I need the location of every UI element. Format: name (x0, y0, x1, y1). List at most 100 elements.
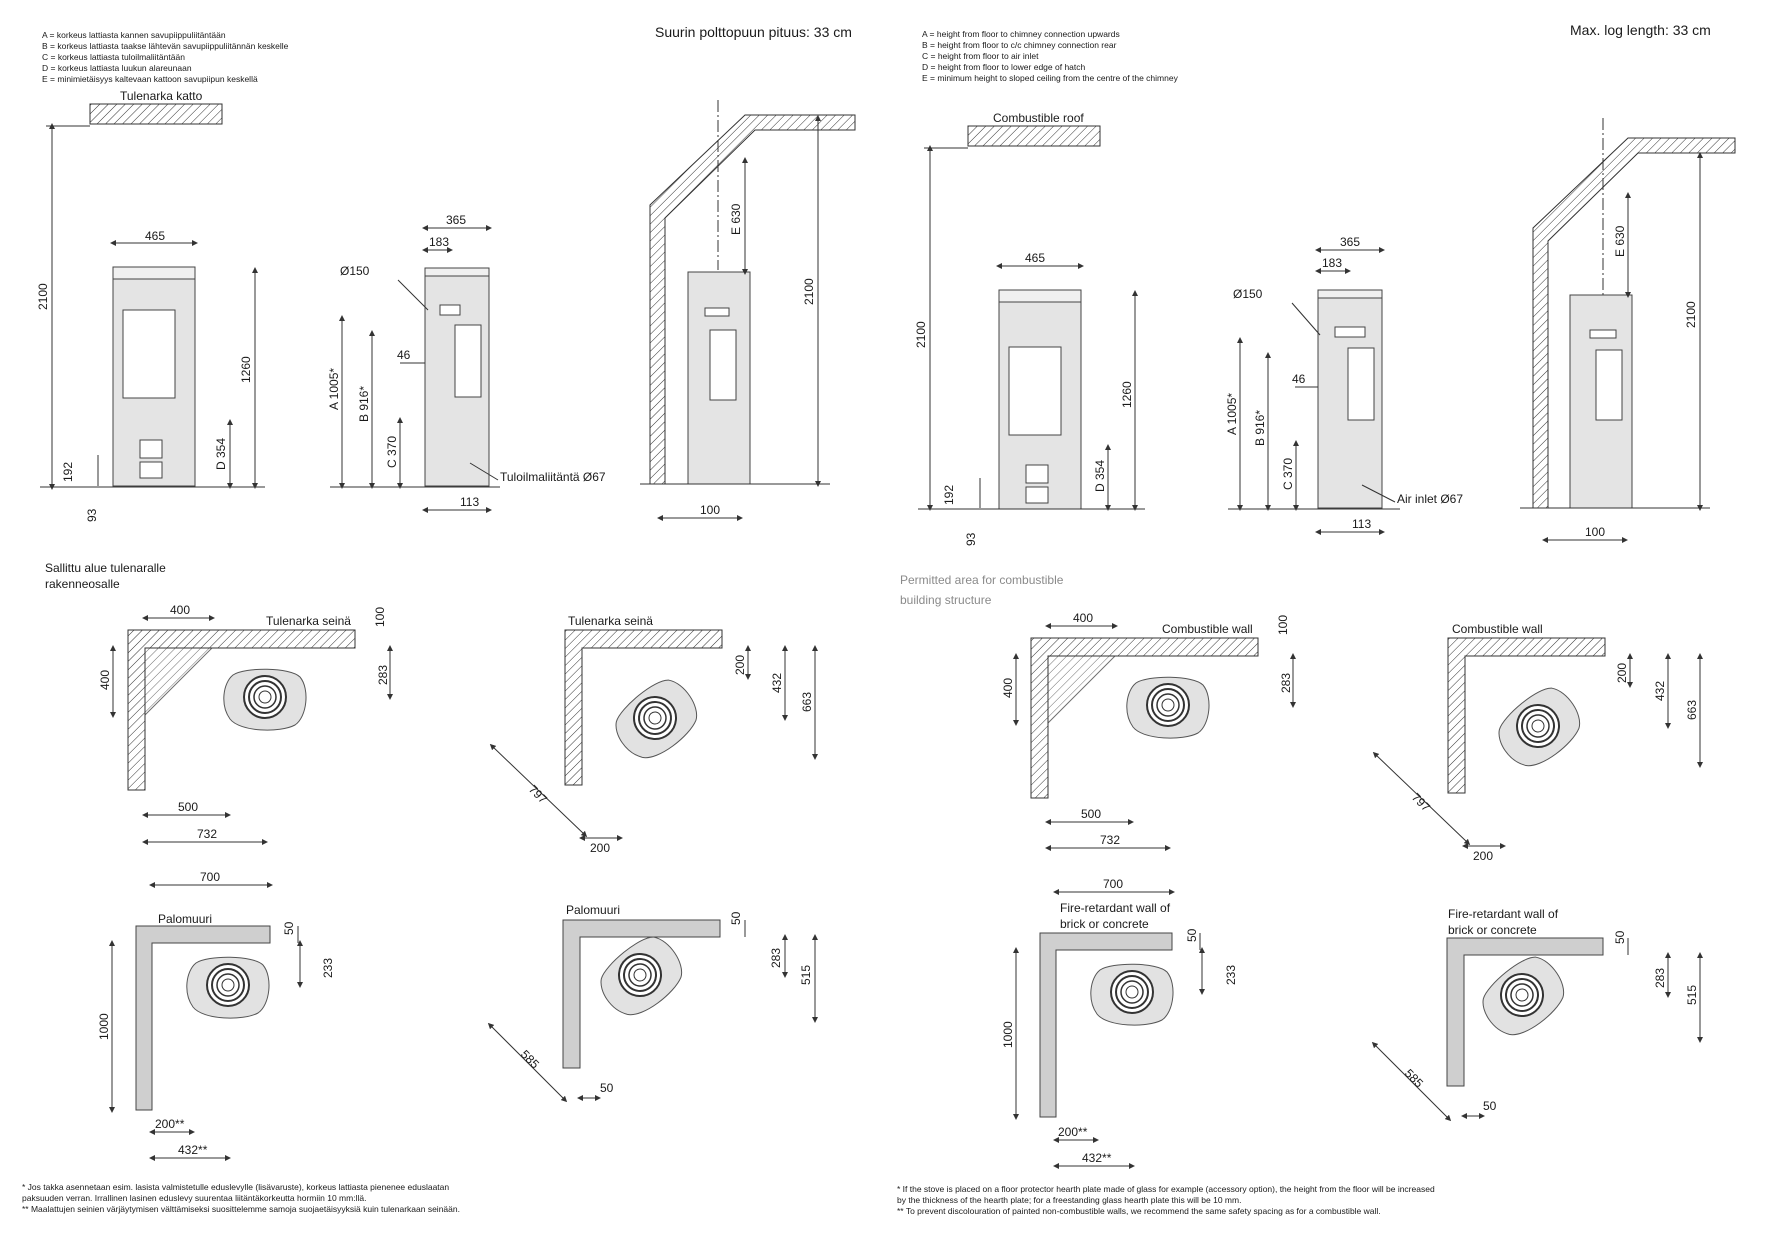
legend-line: C = height from floor to air inlet (922, 51, 1039, 61)
footnote-line: * If the stove is placed on a floor prot… (897, 1184, 1435, 1194)
dim-2100: 2100 (1684, 301, 1698, 328)
dim-50: 50 (1483, 1099, 1497, 1113)
dim-400: 400 (170, 603, 190, 617)
legend-line: D = korkeus lattiasta luukun alareunaan (42, 63, 192, 73)
dim-700: 700 (200, 870, 220, 884)
dim-50: 50 (282, 921, 296, 935)
dim-432: 432 (770, 673, 784, 693)
dim-192: 192 (61, 462, 75, 482)
dim-a1005: A 1005* (1225, 393, 1239, 435)
area-title: rakenneosalle (45, 577, 120, 591)
dim-585: 585 (1402, 1066, 1426, 1090)
dim-663: 663 (1685, 700, 1699, 720)
dim-1000: 1000 (97, 1013, 111, 1040)
footnote-line: ** Maalattujen seinien värjäytymisen väl… (22, 1204, 460, 1214)
dim-192: 192 (942, 485, 956, 505)
clearance-corner-diagonal-en: Combustible wall 200 432 663 797 200 (1372, 622, 1703, 863)
max-log-length: Max. log length: 33 cm (1570, 22, 1711, 38)
dim-100: 100 (1585, 525, 1605, 539)
dim-432: 432 (1653, 681, 1667, 701)
firewall-label: Fire-retardant wall of (1060, 901, 1171, 915)
firewall-label: Fire-retardant wall of (1448, 907, 1559, 921)
side-view-en: 365 183 Ø150 A 1005* B 916* C 370 46 Air… (1225, 235, 1463, 535)
dim-d354: D 354 (1093, 460, 1107, 492)
dim-365: 365 (1340, 235, 1360, 249)
section-view-fi: E 630 2100 100 (640, 100, 856, 521)
legend-line: E = minimum height to sloped ceiling fro… (922, 73, 1179, 83)
dim-432s: 432** (1082, 1151, 1112, 1165)
dim-50: 50 (600, 1081, 614, 1095)
clearance-corner-diagonal-fi: Tulenarka seinä 200 432 663 797 200 (489, 614, 818, 855)
dim-93: 93 (964, 532, 978, 546)
dim-113: 113 (460, 495, 479, 509)
dim-200: 200 (733, 655, 747, 675)
dim-400: 400 (98, 670, 112, 690)
dim-2100: 2100 (914, 321, 928, 348)
wall-label: Tulenarka seinä (568, 614, 653, 628)
dim-400: 400 (1001, 678, 1015, 698)
legend-line: C = korkeus lattiasta tuloilmaliitäntään (42, 52, 185, 62)
firewall-label: brick or concrete (1060, 917, 1149, 931)
clearance-corner-parallel-fi: Tulenarka seinä 400 400 283 100 500 732 (98, 603, 393, 845)
dim-e630: E 630 (729, 203, 743, 235)
dim-a1005: A 1005* (327, 368, 341, 410)
dim-732: 732 (197, 827, 217, 841)
dim-1000: 1000 (1001, 1021, 1015, 1048)
dim-515: 515 (1685, 985, 1699, 1005)
dim-283: 283 (769, 948, 783, 968)
dim-700: 700 (1103, 877, 1123, 891)
area-title: Permitted area for combustible (900, 573, 1064, 587)
clearance-corner-parallel-en: Combustible wall 400 400 283 100 500 732 (1001, 611, 1296, 851)
dim-b916: B 916* (357, 386, 371, 422)
dim-200: 200 (1615, 663, 1629, 683)
dim-113: 113 (1352, 517, 1371, 531)
footnote-line: paksuuden verran. Irrallinen lasinen edu… (22, 1193, 366, 1203)
dim-46: 46 (397, 348, 411, 362)
front-view-en: Combustible roof 2100 465 1260 D 354 192… (914, 111, 1145, 546)
dim-732: 732 (1100, 833, 1120, 847)
firewall-label: Palomuuri (566, 903, 620, 917)
dim-93: 93 (85, 508, 99, 522)
dim-465: 465 (1025, 251, 1045, 265)
dim-365: 365 (446, 213, 466, 227)
section-view-en: E 630 2100 100 (1520, 118, 1736, 543)
dim-b916: B 916* (1253, 410, 1267, 446)
dim-c370: C 370 (1281, 458, 1295, 490)
footnotes-fi: * Jos takka asennetaan esim. lasista val… (22, 1182, 460, 1214)
dim-dia150: Ø150 (1233, 287, 1263, 301)
firewall-parallel-en: Fire-retardant wall of brick or concrete… (1001, 877, 1238, 1169)
dim-183: 183 (429, 235, 449, 249)
dim-200s: 200** (155, 1117, 185, 1131)
wall-label: Tulenarka seinä (266, 614, 351, 628)
dim-432s: 432** (178, 1143, 208, 1157)
dim-797: 797 (1409, 790, 1433, 814)
roof-label: Combustible roof (993, 111, 1084, 125)
dim-dia150: Ø150 (340, 264, 370, 278)
wall-label: Combustible wall (1162, 622, 1253, 636)
dim-100: 100 (700, 503, 720, 517)
dim-d354: D 354 (214, 438, 228, 470)
dim-2100: 2100 (36, 283, 50, 310)
footnotes-en: * If the stove is placed on a floor prot… (897, 1184, 1435, 1216)
firewall-label: brick or concrete (1448, 923, 1537, 937)
air-inlet-label: Air inlet Ø67 (1397, 492, 1463, 506)
wall-label: Combustible wall (1452, 622, 1543, 636)
dim-585: 585 (518, 1047, 542, 1071)
max-log-length: Suurin polttopuun pituus: 33 cm (655, 24, 852, 40)
legend-line: A = korkeus lattiasta kannen savupiippul… (42, 30, 226, 40)
area-title: Sallittu alue tulenaralle (45, 561, 166, 575)
dim-465: 465 (145, 229, 165, 243)
firewall-label: Palomuuri (158, 912, 212, 926)
area-title: building structure (900, 593, 992, 607)
dim-200: 200 (1473, 849, 1493, 863)
dim-233: 233 (1224, 965, 1238, 985)
legend-fi: A = korkeus lattiasta kannen savupiippul… (42, 30, 289, 84)
dim-100: 100 (1276, 615, 1290, 635)
legend-en: A = height from floor to chimney connect… (922, 29, 1179, 83)
dim-2100: 2100 (802, 278, 816, 305)
dim-233: 233 (321, 958, 335, 978)
dim-283: 283 (376, 665, 390, 685)
legend-line: D = height from floor to lower edge of h… (922, 62, 1086, 72)
dim-50: 50 (1185, 928, 1199, 942)
dim-200: 200 (590, 841, 610, 855)
